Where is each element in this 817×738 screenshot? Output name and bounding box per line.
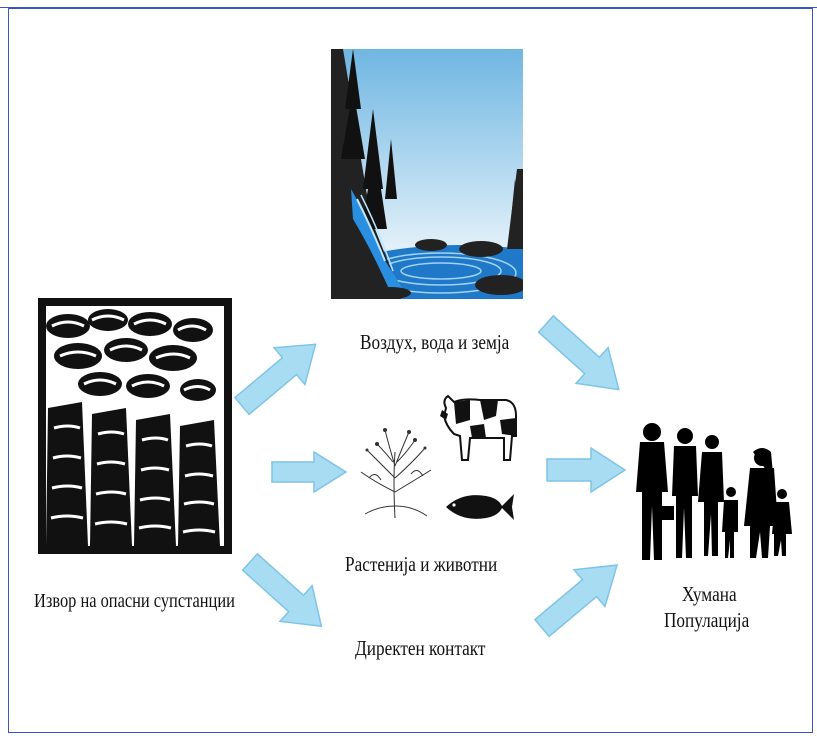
- arrow-source-to-plants: [271, 450, 348, 494]
- diagram-frame: [8, 8, 813, 733]
- label-human-line2: Популација: [664, 608, 750, 632]
- factory-smokestacks-icon: [38, 298, 232, 554]
- arrow-source-to-environment: [233, 343, 317, 416]
- plant-icon: [360, 428, 432, 519]
- arrow-source-to-contact: [241, 552, 323, 628]
- arrow-environment-to-human: [537, 314, 620, 391]
- arrow-contact-to-human: [533, 564, 619, 638]
- label-human-line1: Хумана: [682, 582, 737, 606]
- label-direct-contact: Директен контакт: [355, 636, 486, 660]
- top-border-strip: [0, 0, 817, 8]
- fish-icon: [446, 494, 514, 520]
- human-family-silhouette-icon: [636, 423, 792, 560]
- arrow-plants-to-human: [546, 446, 627, 494]
- label-plants-animals: Растенија и животни: [345, 552, 498, 576]
- label-source: Извор на опасни супстанции: [34, 590, 235, 612]
- cow-icon: [440, 394, 517, 461]
- label-air-water-soil: Воздух, вода и земја: [360, 330, 510, 354]
- forest-waterfall-lake-icon: [331, 49, 523, 299]
